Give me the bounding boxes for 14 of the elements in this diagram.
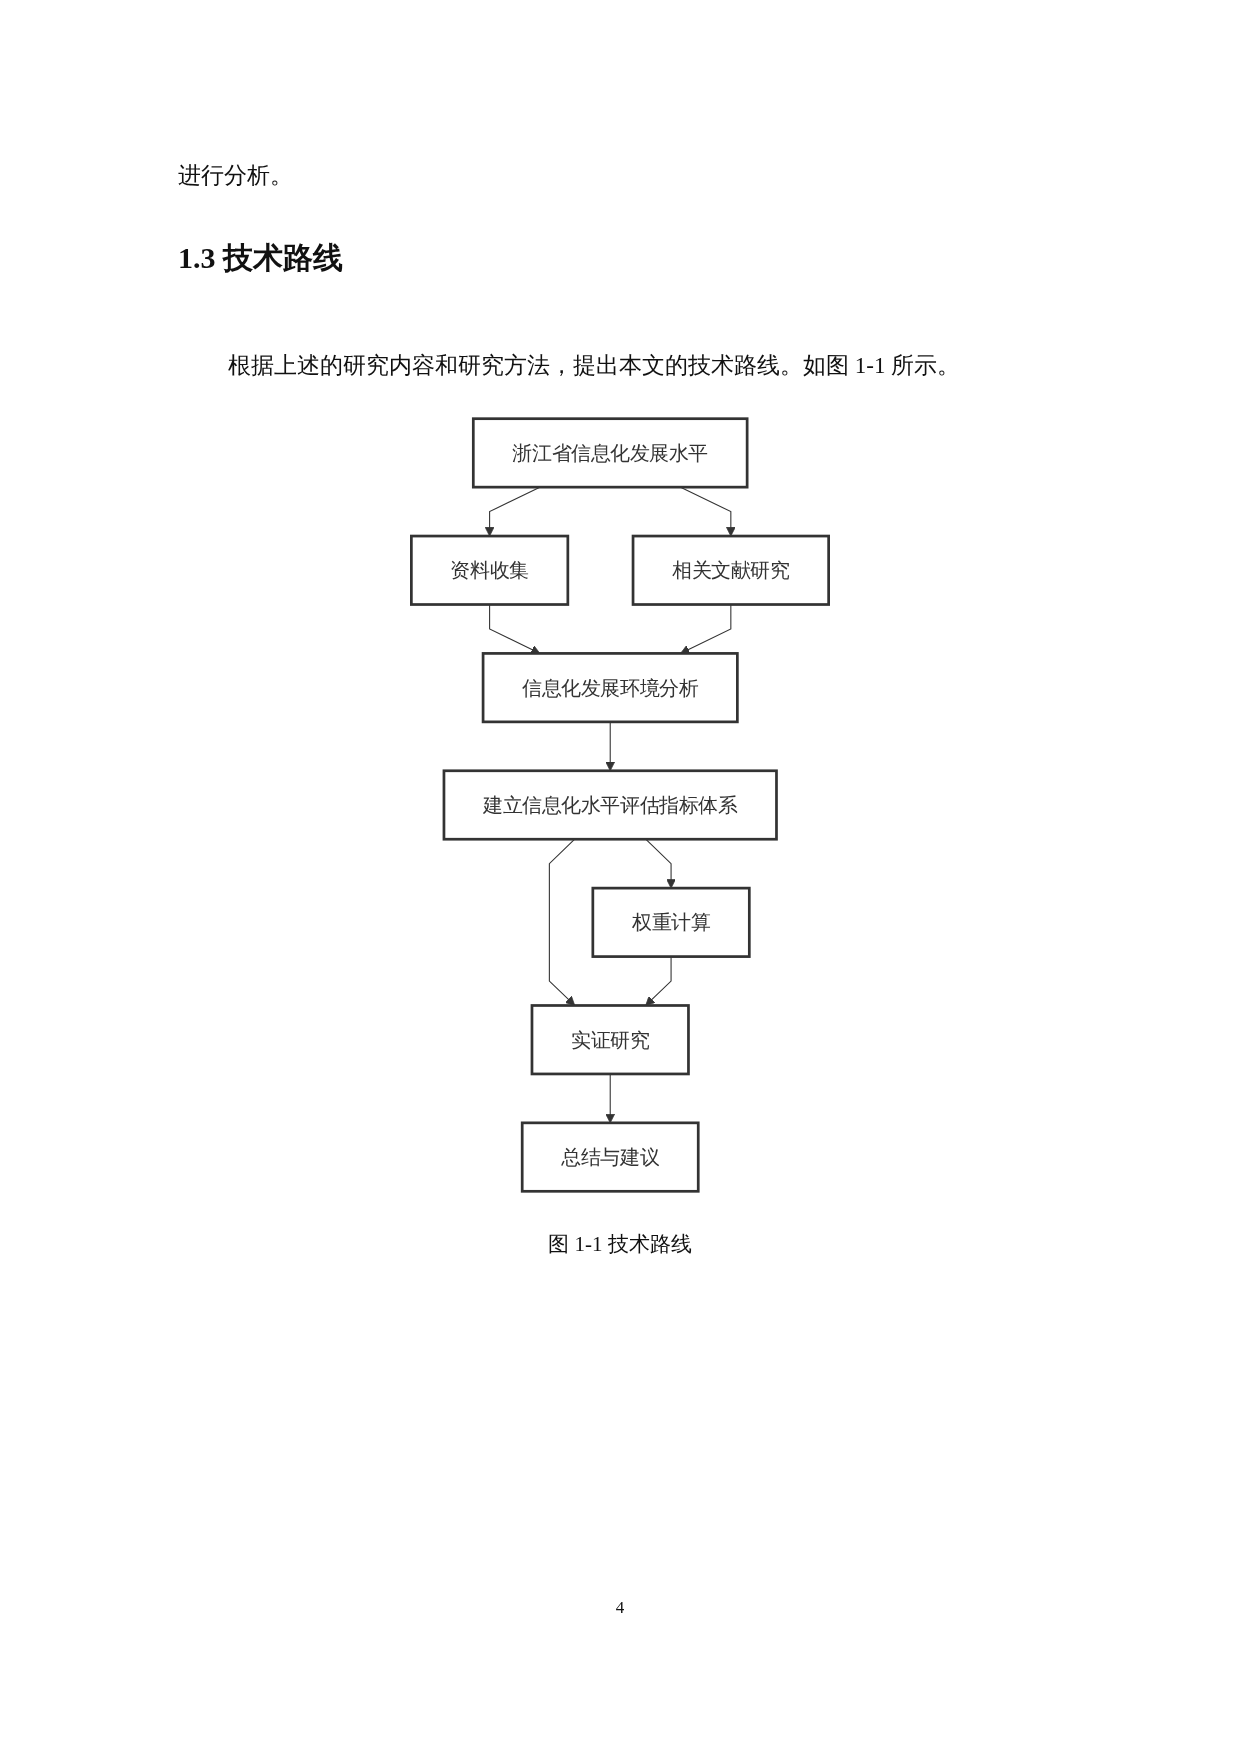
node-box: 总结与建议 [520,1121,700,1193]
figure-caption: 图 1-1 技术路线 [548,1231,692,1258]
node-box: 实证研究 [530,1004,690,1076]
section-heading: 1.3 技术路线 [178,240,343,276]
node-box: 建立信息化水平评估指标体系 [442,769,778,841]
node-box: 资料收集 [410,534,570,606]
arrow [645,956,672,1006]
body-text: 进行分析。 [178,162,293,190]
node-box: 浙江省信息化发展水平 [471,417,749,489]
node-box: 相关文献研究 [631,534,830,606]
node-box: 信息化发展环境分析 [481,652,739,724]
node-box: 权重计算 [591,886,751,958]
page-number: 4 [615,1598,625,1618]
body-text: 根据上述的研究内容和研究方法，提出本文的技术路线。如图 1-1 所示。 [228,352,961,380]
